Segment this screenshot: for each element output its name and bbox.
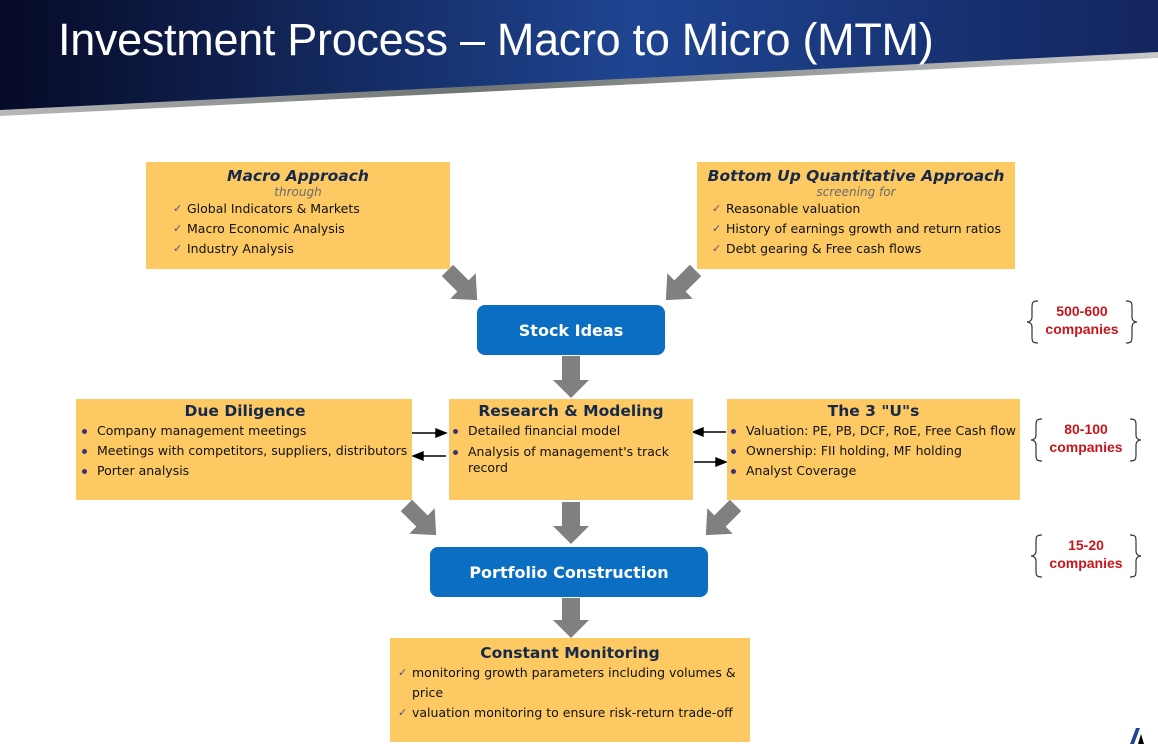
stock-ideas-label: Stock Ideas — [518, 320, 624, 340]
macro-approach-title: Macro Approach — [227, 167, 369, 185]
constant-monitoring-title: Constant Monitoring — [480, 644, 660, 662]
three-u-box: The 3 "U"s Valuation: PE, PB, DCF, RoE, … — [727, 399, 1020, 500]
bullet-icon — [453, 429, 458, 434]
arrow-stock-ideas-to-research — [553, 356, 589, 398]
header-background — [0, 0, 1158, 116]
stock-ideas-box: Stock Ideas — [477, 305, 665, 355]
connector-research-to-dd — [411, 450, 446, 462]
check-icon: ✓ — [712, 242, 722, 255]
arrow-research-to-portfolio — [553, 502, 589, 544]
bullet-icon — [453, 450, 458, 455]
constant-monitoring-list: ✓monitoring growth parameters including … — [398, 663, 750, 723]
header-banner: Investment Process – Macro to Micro (MTM… — [0, 0, 1158, 120]
bullet-icon — [82, 449, 87, 454]
arrow-due-diligence-to-portfolio — [400, 499, 437, 536]
due-diligence-list: Company management meetings Meetings wit… — [78, 421, 412, 481]
count-label: 500-600 companies — [1045, 303, 1119, 337]
portfolio-construction-box: Portfolio Construction — [430, 547, 708, 597]
arrow-three-u-to-portfolio — [705, 499, 742, 536]
bullet-icon — [82, 429, 87, 434]
check-icon: ✓ — [173, 222, 183, 235]
research-modeling-box: Research & Modeling Detailed financial m… — [449, 399, 693, 500]
company-logo-icon — [1130, 728, 1144, 744]
count-stock-ideas: 500-600 companies — [1024, 298, 1140, 344]
arrow-portfolio-to-monitoring — [553, 598, 589, 638]
list-item: ✓Global Indicators & Markets — [173, 199, 450, 219]
bottom-up-box: Bottom Up Quantitative Approach screenin… — [697, 162, 1015, 269]
list-item: Ownership: FII holding, MF holding — [727, 441, 1020, 461]
check-icon: ✓ — [398, 706, 408, 719]
bottom-up-list: ✓Reasonable valuation ✓History of earnin… — [712, 199, 1015, 259]
list-item: ✓valuation monitoring to ensure risk-ret… — [398, 703, 750, 723]
check-icon: ✓ — [173, 202, 183, 215]
check-icon: ✓ — [173, 242, 183, 255]
check-icon: ✓ — [398, 666, 408, 679]
research-modeling-title: Research & Modeling — [478, 402, 664, 420]
list-item: ✓History of earnings growth and return r… — [712, 219, 1015, 239]
research-modeling-list: Detailed financial model Analysis of man… — [449, 421, 693, 476]
list-item: ✓Industry Analysis — [173, 239, 450, 259]
bullet-icon — [731, 469, 736, 474]
list-item: ✓Debt gearing & Free cash flows — [712, 239, 1015, 259]
connector-dd-to-research — [412, 427, 448, 439]
bullet-icon — [731, 429, 736, 434]
portfolio-construction-label: Portfolio Construction — [469, 562, 669, 582]
list-item: ✓monitoring growth parameters including … — [398, 665, 736, 700]
list-item: Meetings with competitors, suppliers, di… — [78, 441, 412, 461]
bullet-icon — [731, 449, 736, 454]
three-u-list: Valuation: PE, PB, DCF, RoE, Free Cash f… — [727, 421, 1020, 481]
due-diligence-title: Due Diligence — [184, 402, 306, 420]
list-item: ✓Macro Economic Analysis — [173, 219, 450, 239]
page-title: Investment Process – Macro to Micro (MTM… — [58, 14, 934, 65]
macro-approach-subtitle: through — [274, 185, 322, 199]
list-item: Company management meetings — [78, 421, 412, 441]
check-icon: ✓ — [712, 202, 722, 215]
count-portfolio: 15-20 companies — [1028, 532, 1144, 578]
three-u-title: The 3 "U"s — [827, 402, 920, 420]
list-item: Detailed financial model — [449, 421, 693, 441]
check-icon: ✓ — [712, 222, 722, 235]
list-item: Analyst Coverage — [727, 461, 1020, 481]
bottom-up-subtitle: screening for — [816, 185, 896, 199]
bullet-icon — [82, 469, 87, 474]
count-label: 80-100 companies — [1049, 421, 1123, 455]
brace-icon — [1030, 534, 1142, 578]
list-item: Valuation: PE, PB, DCF, RoE, Free Cash f… — [727, 421, 1020, 441]
bottom-up-title: Bottom Up Quantitative Approach — [707, 167, 1005, 185]
count-label: 15-20 companies — [1049, 537, 1123, 571]
list-item: Porter analysis — [78, 461, 412, 481]
macro-approach-box: Macro Approach through ✓Global Indicator… — [146, 162, 450, 269]
macro-approach-list: ✓Global Indicators & Markets ✓Macro Econ… — [173, 199, 450, 259]
count-research: 80-100 companies — [1028, 416, 1144, 462]
connector-3u-to-research — [691, 426, 726, 438]
constant-monitoring-box: Constant Monitoring ✓monitoring growth p… — [390, 638, 750, 742]
connector-research-to-3u — [694, 456, 728, 468]
brace-icon — [1030, 418, 1142, 462]
list-item: ✓Reasonable valuation — [712, 199, 1015, 219]
brace-icon — [1026, 300, 1138, 344]
due-diligence-box: Due Diligence Company management meeting… — [76, 399, 412, 500]
